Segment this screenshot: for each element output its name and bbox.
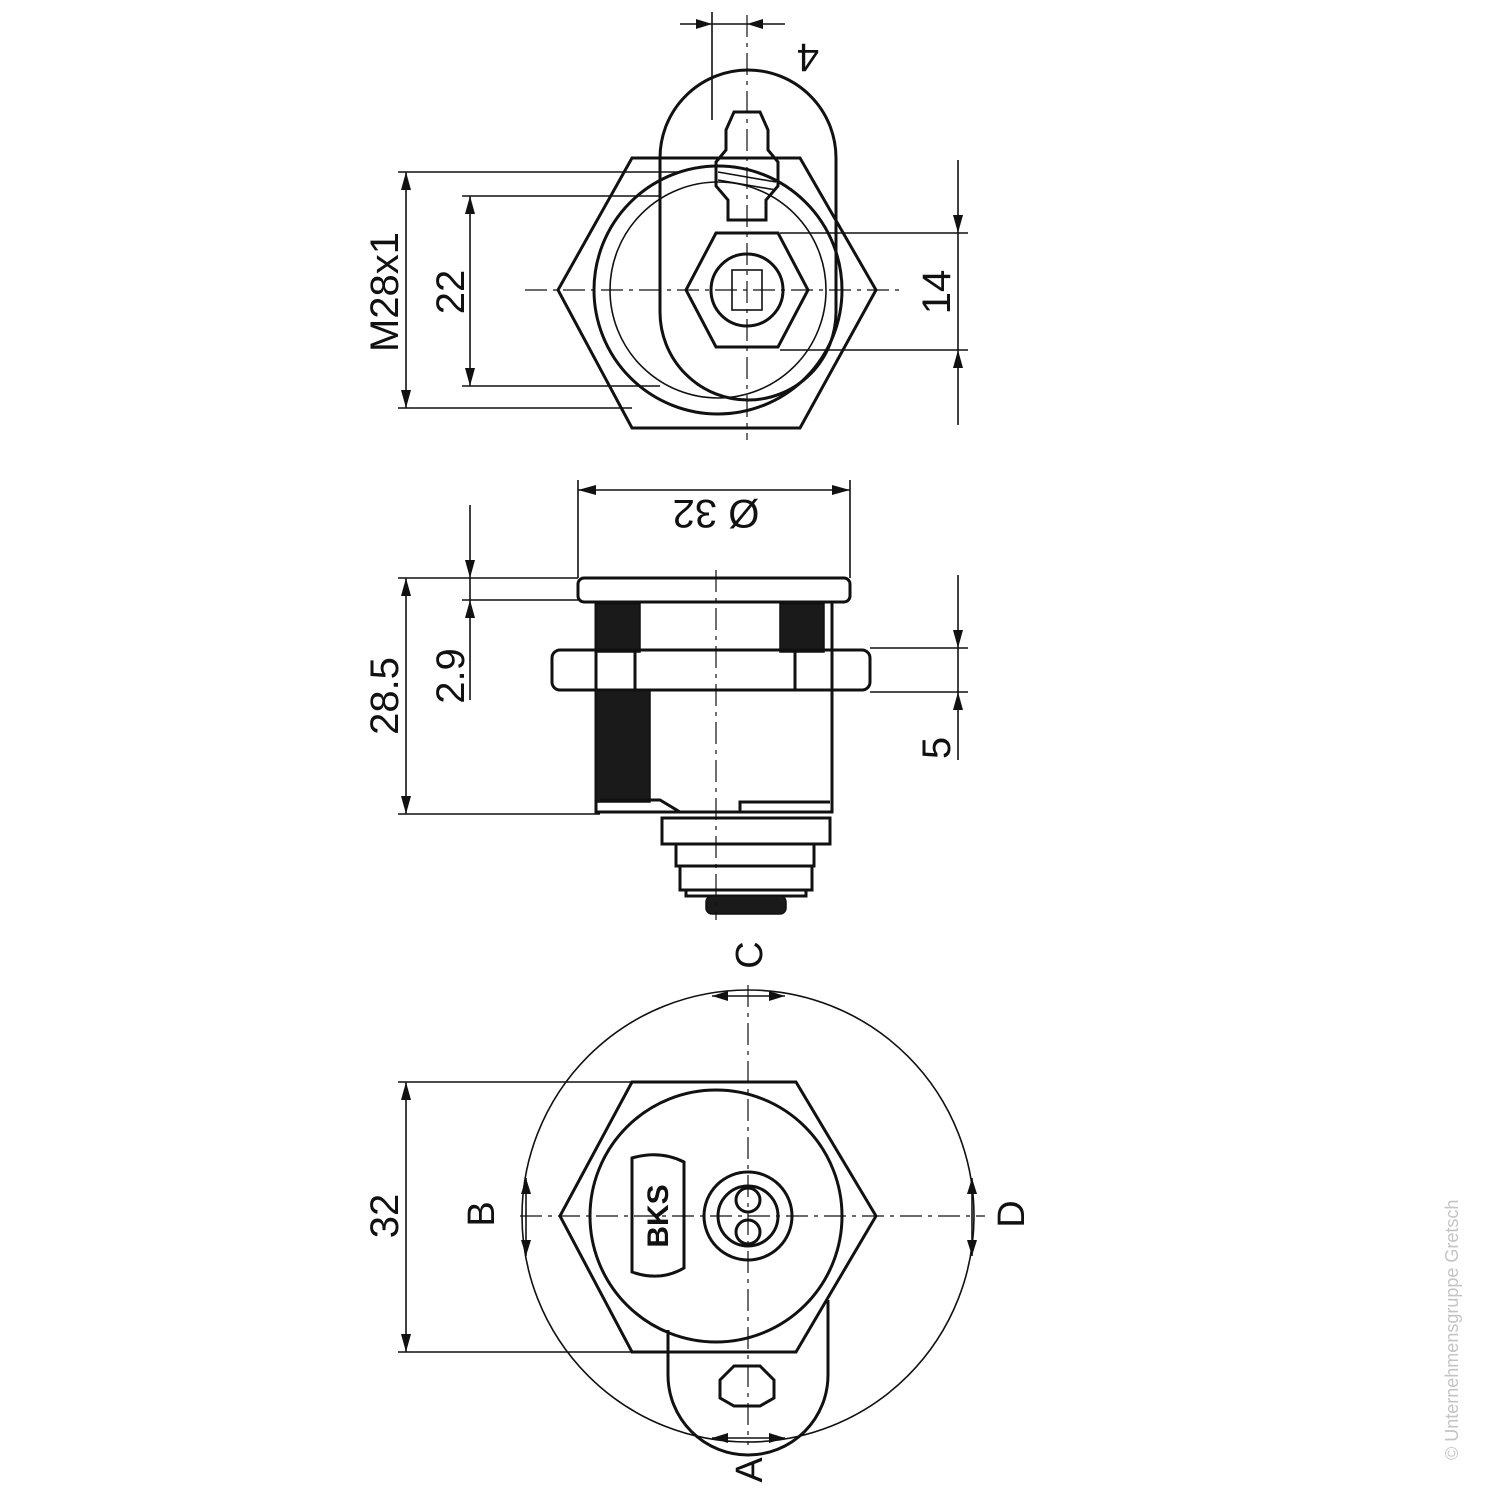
dim-285-label: 28.5 — [363, 657, 407, 735]
dim-29-arrow-top — [465, 560, 475, 578]
front-keyway — [734, 1186, 762, 1246]
dim-d32-label: Ø 32 — [673, 491, 760, 535]
side-nut — [550, 648, 872, 692]
dim-5-arrow-bottom — [953, 692, 963, 710]
top-hex-nut — [556, 156, 878, 430]
dim-14-arrow-bottom — [953, 350, 963, 368]
side-shaft-washer — [684, 888, 808, 898]
dim-285-arrow-bottom — [401, 796, 411, 814]
dim-4-arrow-left — [696, 19, 712, 29]
dim-32-arrow-bottom — [401, 1334, 411, 1352]
dim-22-label: 22 — [429, 270, 473, 315]
position-a-label: A — [729, 1457, 771, 1483]
dim-14-label: 14 — [915, 270, 959, 315]
dim-285-arrow-top — [401, 578, 411, 596]
dim-32-label: 32 — [363, 1194, 407, 1239]
mark-d-arrow-top — [967, 1178, 977, 1194]
mark-a-arrow-left — [712, 1433, 728, 1443]
side-thread-left-lower — [595, 689, 651, 803]
dim-d32-arrow-left — [578, 485, 596, 495]
position-d-label: D — [991, 1200, 1033, 1227]
dim-m28-arrow-top — [401, 172, 411, 190]
side-shaft-nut-2 — [678, 864, 814, 892]
side-shaft-thread — [705, 895, 787, 915]
dim-m28-label: M28x1 — [363, 232, 407, 352]
mark-c-arrow-right — [769, 991, 785, 1001]
side-view: Ø 32 28.5 2.9 5 — [363, 480, 968, 920]
dim-14-arrow-top — [953, 215, 963, 233]
side-flange — [576, 576, 852, 604]
side-thread-right-upper — [779, 603, 825, 653]
dim-m28-arrow-bottom — [401, 390, 411, 408]
side-cam-plate — [660, 816, 832, 846]
position-b-label: B — [461, 1201, 503, 1226]
top-cam-tongue — [658, 68, 838, 402]
dim-5-label: 5 — [915, 737, 959, 759]
position-c-label: C — [729, 941, 771, 968]
dim-5-arrow-top — [953, 630, 963, 648]
side-thread-left-upper — [595, 603, 641, 653]
copyright-watermark: © Unternehmensgruppe Gretsch — [1442, 1200, 1462, 1460]
dim-29-label: 2.9 — [429, 648, 473, 704]
dim-d32-arrow-right — [832, 485, 850, 495]
front-view: BKS C A B D 32 — [363, 941, 1033, 1482]
front-cam-screw — [718, 1364, 776, 1408]
dim-22-arrow-top — [465, 196, 475, 214]
mark-d-arrow-bottom — [967, 1240, 977, 1256]
mark-a-arrow-right — [769, 1433, 785, 1443]
dim-29-arrow-bottom — [465, 600, 475, 618]
mark-c-arrow-left — [712, 991, 728, 1001]
top-view: 4 M28x1 22 14 — [363, 12, 968, 440]
front-cam-tongue — [666, 1300, 830, 1457]
mark-b-arrow-bottom — [521, 1240, 531, 1256]
front-brand-badge — [630, 1153, 686, 1278]
dim-32-arrow-top — [401, 1082, 411, 1100]
mark-b-arrow-top — [521, 1178, 531, 1194]
side-shaft-nut-1 — [674, 842, 816, 868]
dim-4-label: 4 — [797, 35, 819, 79]
dim-22-arrow-bottom — [465, 368, 475, 386]
side-cam — [600, 798, 830, 814]
top-cam-screw — [714, 110, 780, 222]
dim-4-arrow-right — [747, 19, 763, 29]
